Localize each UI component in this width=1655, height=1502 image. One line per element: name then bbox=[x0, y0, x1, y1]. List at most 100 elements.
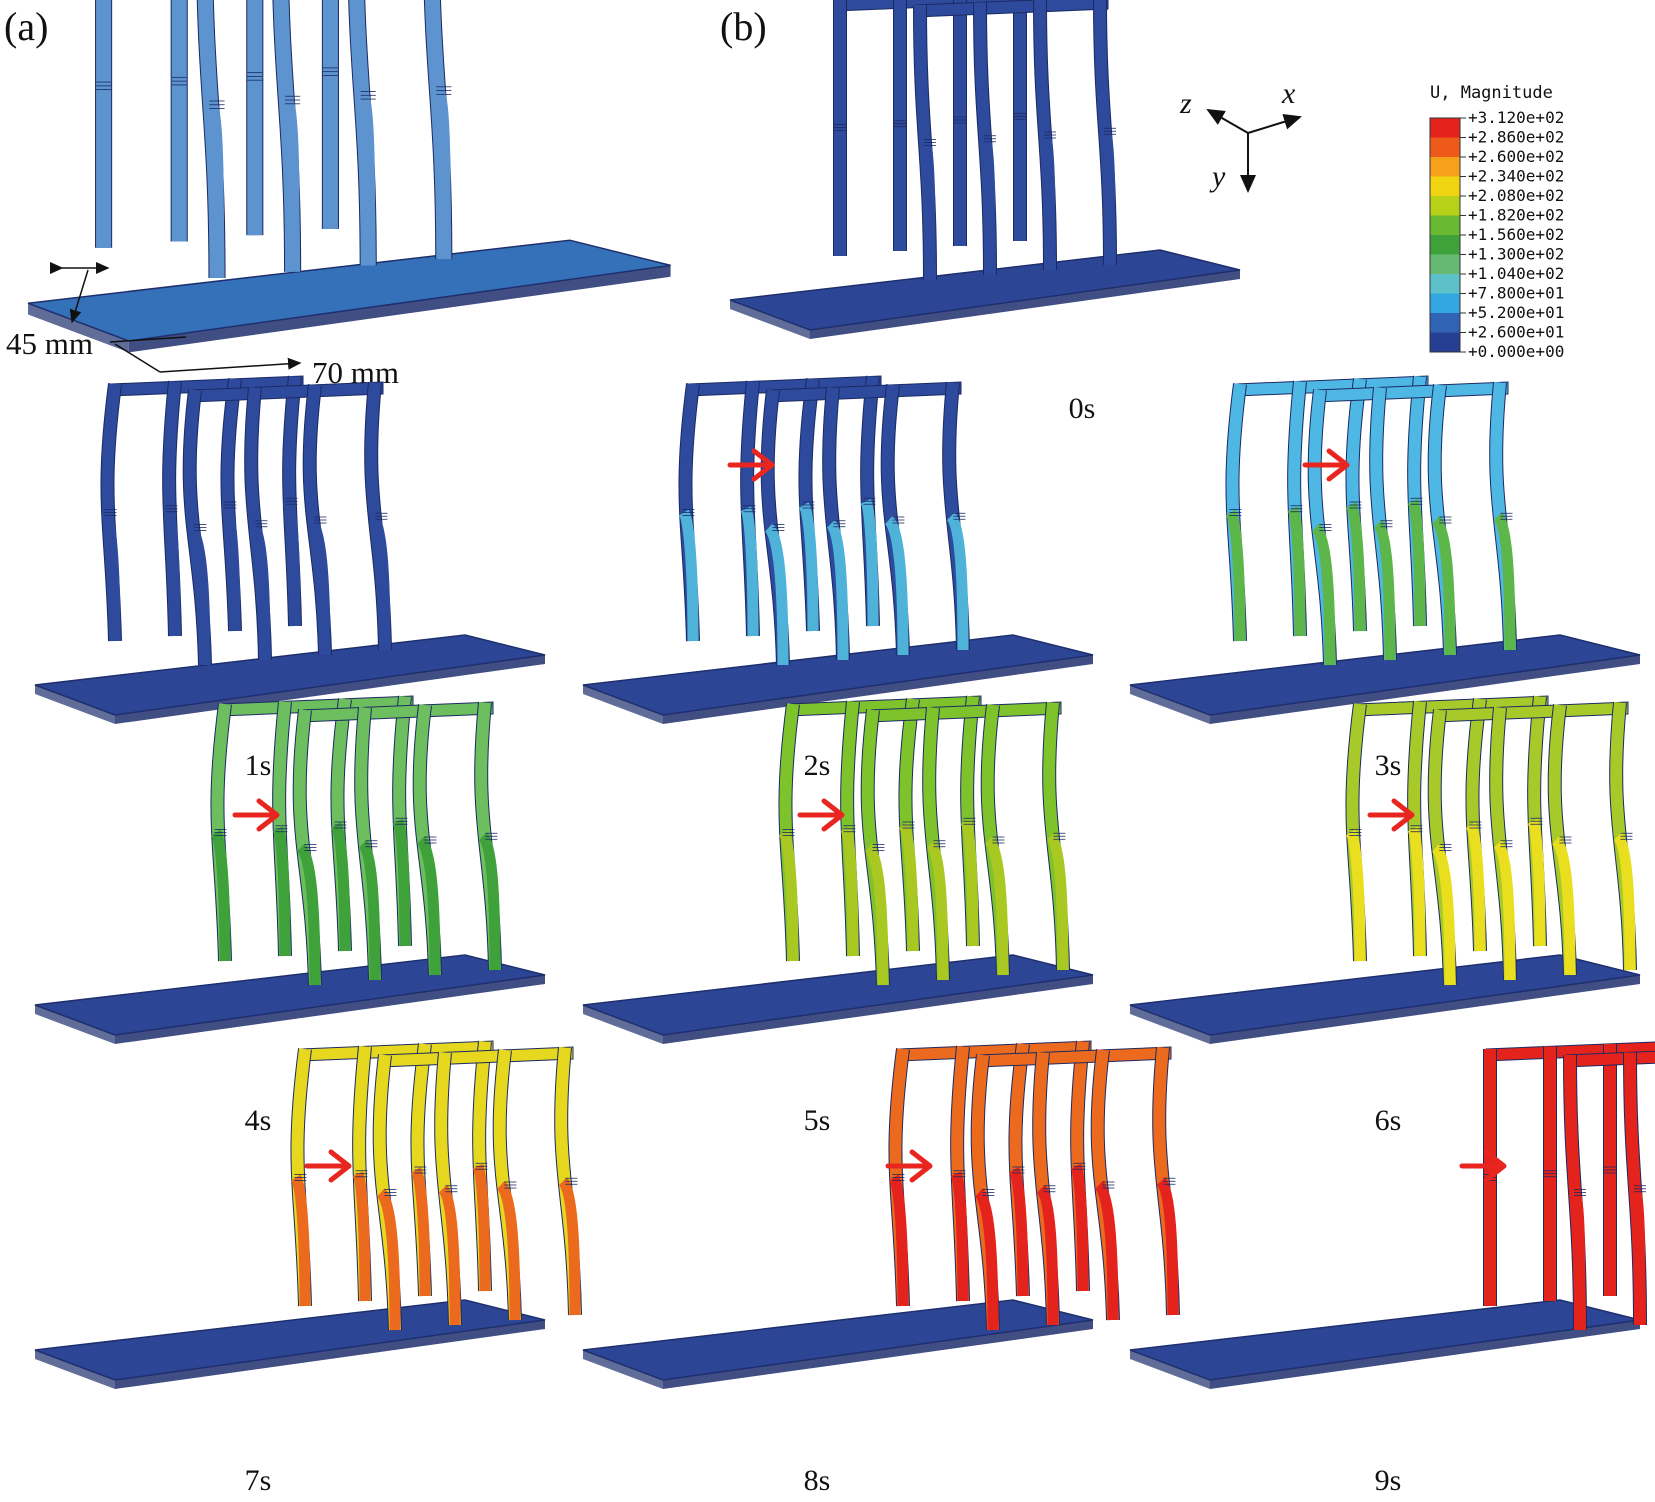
leg-lower-segment bbox=[919, 140, 936, 281]
frame-time-label: 3s bbox=[1375, 749, 1402, 782]
substrate-plate bbox=[34, 954, 546, 1036]
motion-arrow-icon bbox=[885, 1149, 933, 1183]
leg-lower-segment bbox=[162, 506, 181, 637]
leg-lower-segment bbox=[1629, 1186, 1646, 1326]
leg-lower-segment bbox=[1493, 512, 1516, 651]
leg-lower-segment bbox=[764, 523, 789, 666]
leg-lower-segment bbox=[974, 1188, 999, 1331]
leg-lower-segment bbox=[1431, 515, 1456, 656]
leg-lower-segment bbox=[290, 1174, 311, 1307]
legend-swatch bbox=[1430, 293, 1460, 313]
leg-lower-segment bbox=[1613, 832, 1636, 971]
leg-lower-segment bbox=[186, 523, 211, 666]
leg-lower-segment bbox=[210, 829, 231, 962]
model-a-drawing bbox=[27, 0, 671, 353]
substrate-plate bbox=[582, 954, 1094, 1036]
leg-lower-segment bbox=[1527, 818, 1546, 947]
leg-lower-segment bbox=[1373, 519, 1396, 661]
frame-2s: 2s bbox=[582, 375, 1094, 782]
legend-tick-label: +1.300e+02 bbox=[1468, 245, 1564, 264]
leg-lower-segment bbox=[358, 839, 381, 981]
legend-tick-label: +2.600e+01 bbox=[1468, 323, 1564, 342]
frame-time-label: 0s bbox=[1069, 392, 1096, 425]
legend-tick-label: +3.120e+02 bbox=[1468, 108, 1564, 127]
leg-lower-segment bbox=[884, 515, 909, 656]
leg-lower-segment bbox=[864, 843, 889, 986]
leg-lower-segment bbox=[1431, 843, 1456, 986]
color-legend: U, Magnitude +3.120e+02+2.860e+02+2.600e… bbox=[1429, 83, 1564, 361]
leg-lower-segment bbox=[678, 509, 699, 642]
leg-lower-segment bbox=[1046, 832, 1069, 971]
leg-lower-segment bbox=[438, 1184, 461, 1326]
leg-lower-segment bbox=[410, 1167, 431, 1297]
leg-lower-segment bbox=[296, 843, 321, 986]
legend-swatch bbox=[1430, 118, 1460, 138]
frame-time-label: 8s bbox=[804, 1464, 831, 1497]
leg-lower-segment bbox=[558, 1177, 581, 1316]
leg-lower-segment bbox=[1225, 509, 1246, 642]
frame-8s: 8s bbox=[582, 1040, 1180, 1497]
leg-lower-segment bbox=[282, 498, 301, 627]
legend-tick-label: +1.040e+02 bbox=[1468, 264, 1564, 283]
legend-ticks: +3.120e+02+2.860e+02+2.600e+02+2.340e+02… bbox=[1460, 108, 1564, 361]
leg-lower-segment bbox=[472, 1163, 491, 1292]
frame-3s: 3s bbox=[1129, 375, 1641, 782]
legend-tick-label: +7.800e+01 bbox=[1468, 284, 1564, 303]
leg-lower-segment bbox=[1094, 1180, 1119, 1321]
legend-swatch bbox=[1430, 215, 1460, 235]
frame-7s: 7s bbox=[34, 1040, 582, 1497]
frame-time-label: 1s bbox=[245, 749, 272, 782]
legend-tick-label: +5.200e+01 bbox=[1468, 303, 1564, 322]
legend-tick-label: +1.560e+02 bbox=[1468, 225, 1564, 244]
legend-swatch bbox=[1430, 274, 1460, 294]
axis-triad: z x y bbox=[1179, 77, 1302, 193]
legend-tick-label: +2.600e+02 bbox=[1468, 147, 1564, 166]
legend-swatch bbox=[1430, 176, 1460, 196]
leg-lower-segment bbox=[898, 822, 919, 952]
leg-lower-segment bbox=[1036, 1184, 1059, 1326]
leg-lower-segment bbox=[478, 832, 501, 971]
frame-time-label: 2s bbox=[804, 749, 831, 782]
motion-arrow-icon bbox=[797, 798, 845, 832]
leg-lower-segment bbox=[368, 512, 391, 651]
leg-lower-segment bbox=[826, 519, 849, 661]
leg-lower-segment bbox=[979, 136, 996, 276]
leg-lower-segment bbox=[778, 829, 799, 962]
leg-lower-segment bbox=[1345, 829, 1366, 962]
legend-tick-label: +2.340e+02 bbox=[1468, 167, 1564, 186]
motion-arrow-icon bbox=[1302, 448, 1350, 482]
leg-lower-segment bbox=[248, 519, 271, 661]
motion-arrow-icon bbox=[232, 798, 280, 832]
frame-time-label: 7s bbox=[245, 1464, 272, 1497]
legend-swatch bbox=[1430, 313, 1460, 333]
axis-y-label: y bbox=[1209, 160, 1226, 193]
motion-arrow-icon bbox=[304, 1149, 352, 1183]
leg-lower-segment bbox=[840, 826, 859, 957]
axis-z-label: z bbox=[1179, 87, 1192, 120]
legend-swatch bbox=[1430, 254, 1460, 274]
frame-0s: 0s bbox=[729, 0, 1241, 425]
leg-lower-segment bbox=[1311, 523, 1336, 666]
leg-lower-segment bbox=[1070, 1163, 1089, 1292]
frame-9s: 9s bbox=[1129, 1041, 1655, 1497]
legend-swatches bbox=[1429, 117, 1461, 353]
frame-5s: 5s bbox=[582, 695, 1094, 1137]
leg-lower-segment bbox=[220, 502, 241, 632]
leg-lower-segment bbox=[1099, 128, 1116, 266]
legend-swatch bbox=[1430, 235, 1460, 255]
panel-a-label: (a) bbox=[4, 4, 48, 49]
leg-lower-segment bbox=[1551, 835, 1576, 976]
legend-tick-label: +1.820e+02 bbox=[1468, 206, 1564, 225]
panel-b-label: (b) bbox=[720, 4, 767, 49]
leg-lower-segment bbox=[946, 512, 969, 651]
leg-lower-segment bbox=[279, 96, 300, 272]
leg-lower-segment bbox=[960, 818, 979, 947]
frame-time-label: 9s bbox=[1375, 1464, 1402, 1497]
leg-lower-segment bbox=[330, 822, 351, 952]
leg-lower-segment bbox=[984, 835, 1009, 976]
motion-arrow-icon bbox=[727, 448, 775, 482]
legend-title: U, Magnitude bbox=[1430, 83, 1553, 103]
substrate-plate bbox=[34, 1299, 546, 1381]
